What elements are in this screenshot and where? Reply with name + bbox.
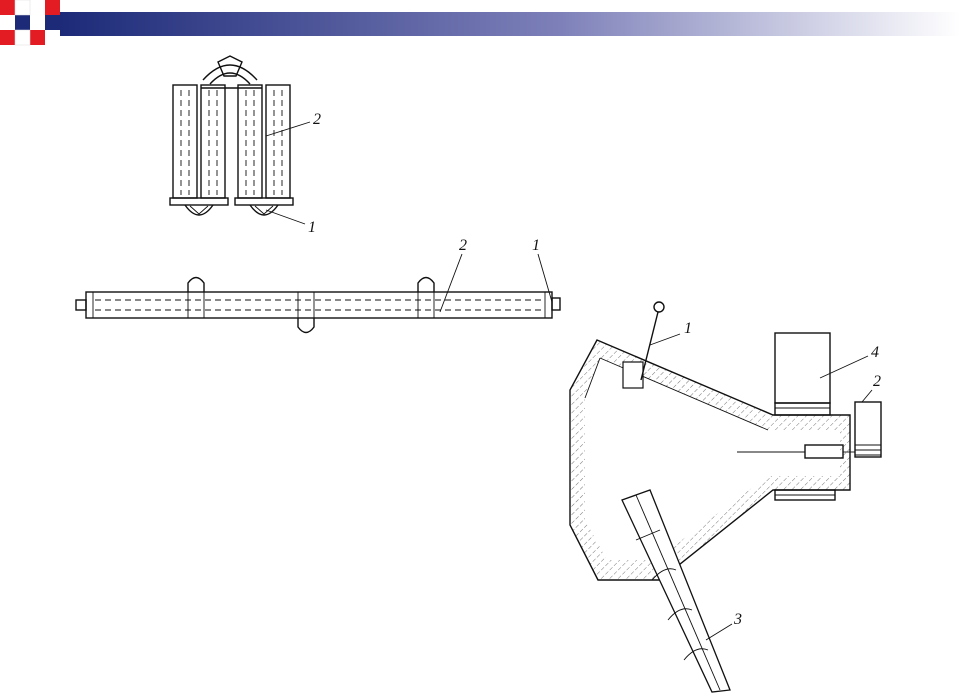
figure-long-rod <box>75 253 561 334</box>
figure-hairpin-heater <box>169 55 311 225</box>
title-banner <box>60 12 960 36</box>
label-right-part-4: 4 <box>871 344 879 361</box>
label-right-part-2: 2 <box>873 373 881 390</box>
label-right-part-3: 3 <box>733 611 742 628</box>
label-middle-part-1: 1 <box>532 237 540 254</box>
figure-furnace-section <box>569 301 882 693</box>
label-top-part-1: 1 <box>308 219 316 236</box>
label-top-part-2: 2 <box>313 111 321 128</box>
label-right-part-1: 1 <box>684 320 692 337</box>
checkered-logo-icon <box>0 0 60 46</box>
label-middle-part-2: 2 <box>459 237 467 254</box>
